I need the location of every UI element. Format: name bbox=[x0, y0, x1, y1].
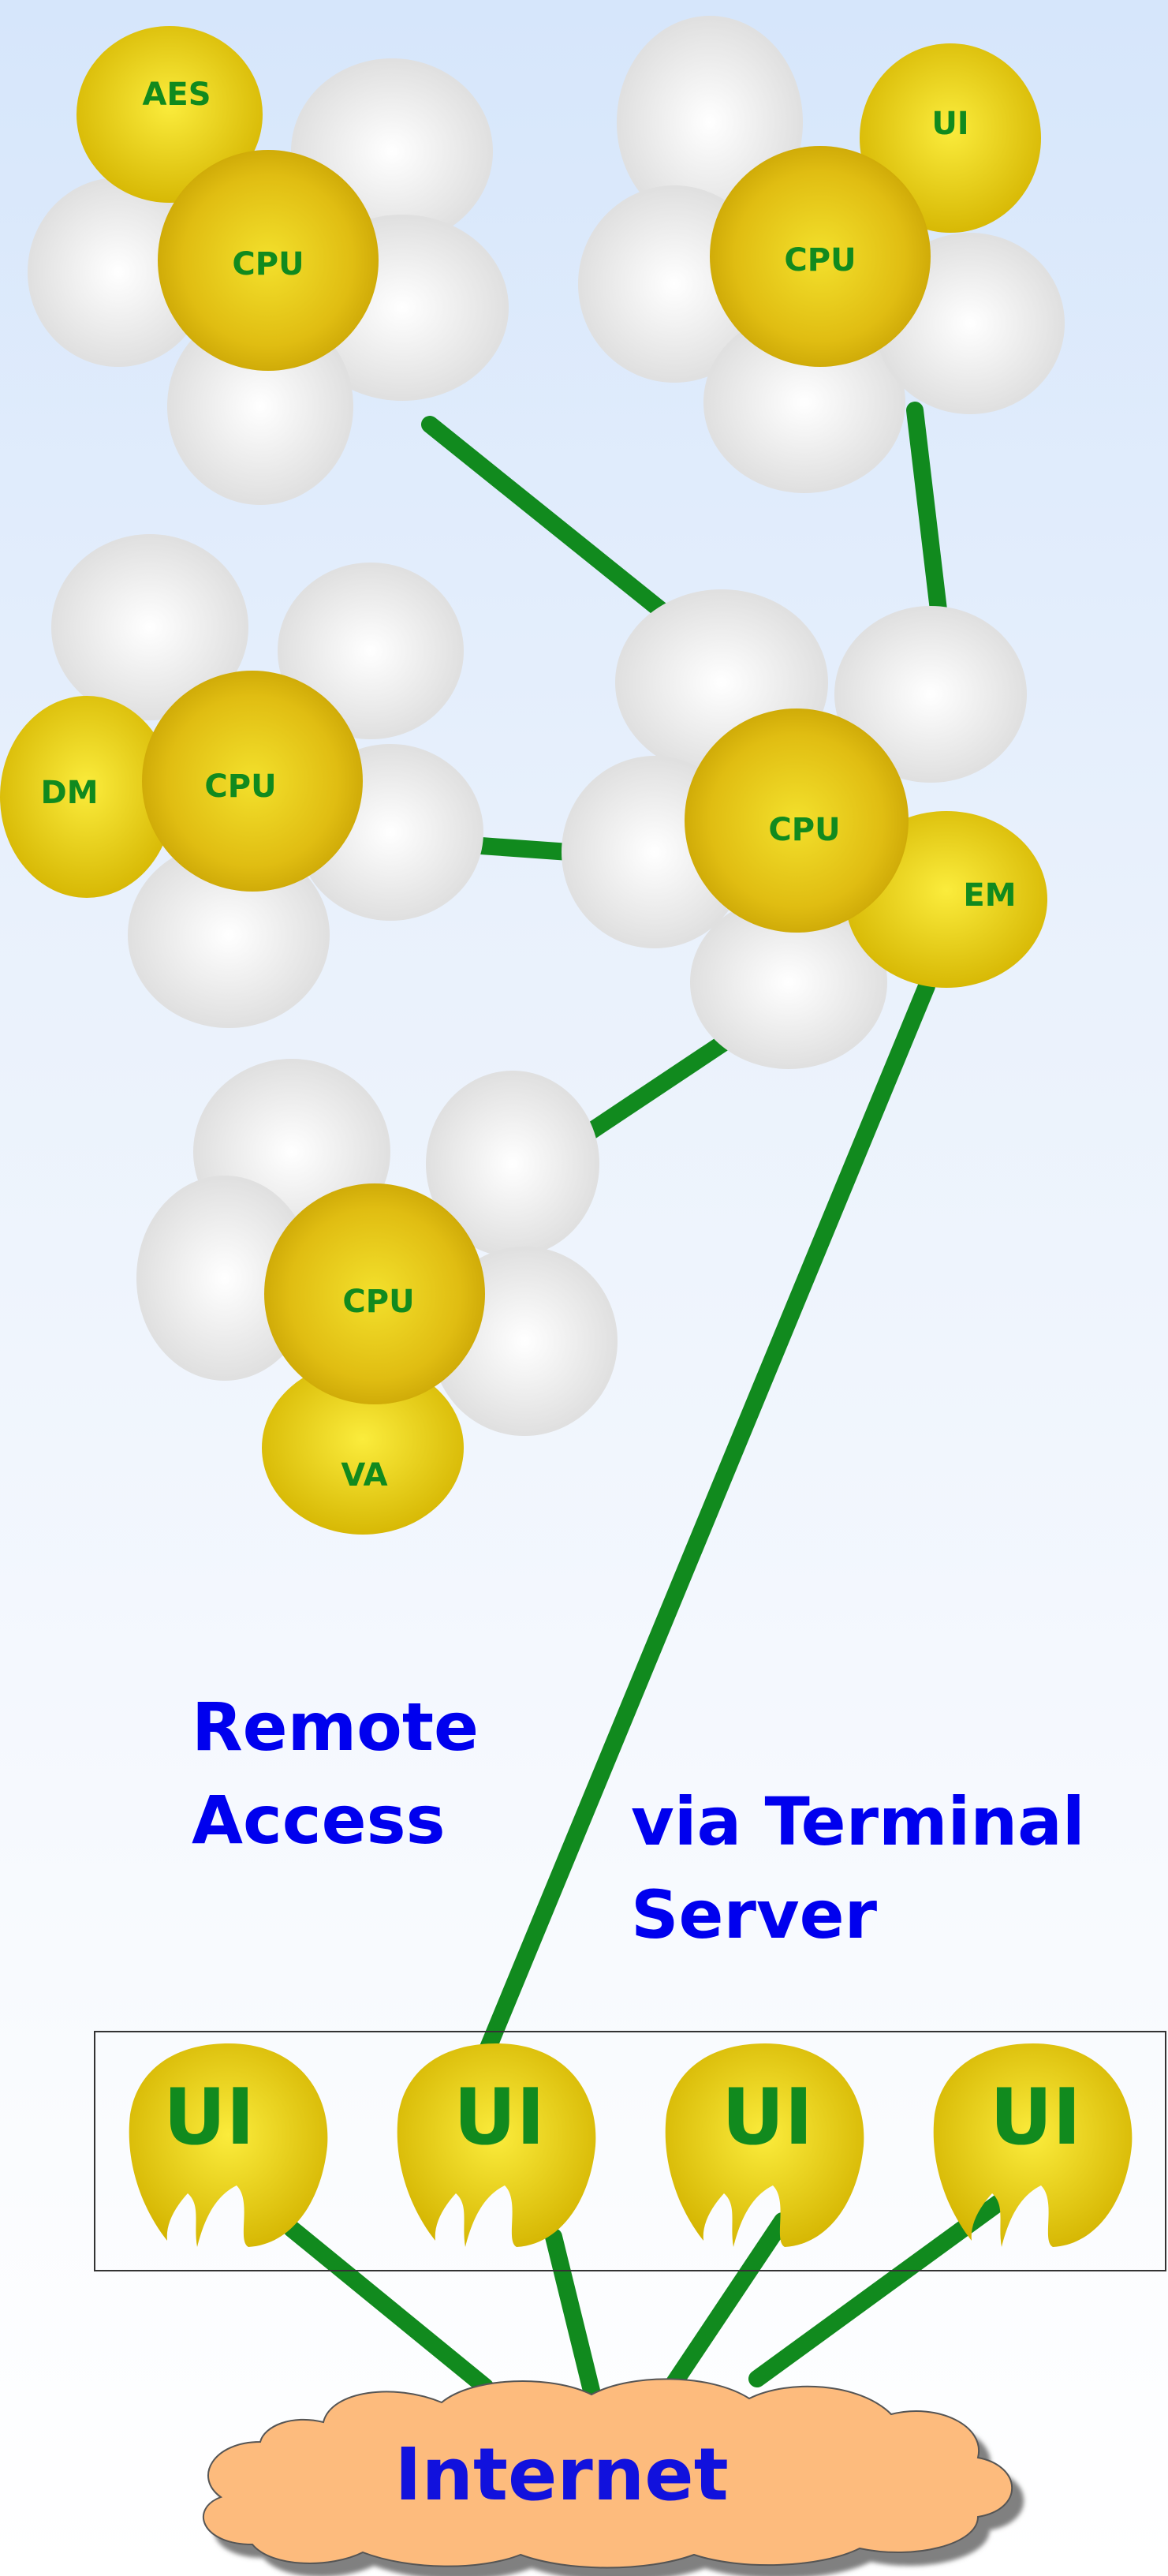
module-petal-aes bbox=[76, 26, 263, 203]
ui-terminal-4: UI bbox=[933, 2043, 1133, 2247]
ui-terminal-label: UI bbox=[990, 2073, 1081, 2163]
link-ui2-internet bbox=[545, 2228, 600, 2399]
module-petal-ui bbox=[860, 43, 1041, 233]
link-n2-n4 bbox=[906, 402, 949, 632]
link-n1-n4 bbox=[421, 416, 671, 620]
flower-center-icon bbox=[710, 146, 931, 367]
internet-label: Internet bbox=[394, 2432, 728, 2517]
module-label-va: VA bbox=[341, 1457, 387, 1494]
ui-terminal-3: UI bbox=[665, 2043, 864, 2247]
ui-terminal-label: UI bbox=[163, 2073, 255, 2163]
module-petal-va bbox=[262, 1361, 464, 1535]
module-label-em: EM bbox=[963, 877, 1016, 914]
module-label-aes: AES bbox=[142, 77, 211, 113]
cpu-label: CPU bbox=[342, 1284, 414, 1320]
module-petal-dm bbox=[0, 696, 174, 898]
flower-center-icon bbox=[158, 150, 379, 371]
ui-terminal-2: UI bbox=[397, 2043, 596, 2247]
flower-center-icon bbox=[264, 1183, 485, 1404]
ui-terminal-label: UI bbox=[453, 2073, 545, 2163]
node-n4-flower: EM CPU bbox=[562, 589, 1047, 1069]
module-label-ui: UI bbox=[931, 106, 968, 142]
cpu-label: CPU bbox=[784, 242, 856, 279]
remote-line-3: via Terminal bbox=[631, 1783, 1085, 1860]
link-n4-terminal bbox=[476, 978, 935, 2064]
ui-petal-icon bbox=[397, 2043, 596, 2247]
internet-cloud: Internet bbox=[202, 2378, 1013, 2569]
link-group bbox=[283, 402, 1018, 2399]
remote-line-4: Server bbox=[631, 1876, 878, 1953]
ui-petal-icon bbox=[933, 2043, 1133, 2247]
cpu-label: CPU bbox=[768, 812, 840, 848]
node-n3-flower: DM CPU bbox=[0, 534, 483, 1028]
link-ui3-internet bbox=[666, 2212, 791, 2391]
ui-petal-icon bbox=[665, 2043, 864, 2247]
remote-access-text: Remote Access bbox=[192, 1681, 523, 1867]
link-n3-n4 bbox=[472, 837, 578, 861]
terminal-server-box bbox=[94, 2031, 1166, 2271]
cpu-label: CPU bbox=[204, 768, 276, 805]
link-n5-n4 bbox=[575, 1025, 746, 1145]
ui-terminal-1: UI bbox=[129, 2043, 328, 2247]
node-n5-flower: VA CPU bbox=[136, 1059, 618, 1535]
node-n1-flower: AES CPU bbox=[28, 26, 509, 505]
flower-center-icon bbox=[685, 708, 909, 933]
module-label-dm: DM bbox=[40, 775, 98, 811]
link-ui1-internet bbox=[283, 2220, 494, 2395]
via-terminal-server-text: via Terminal Server bbox=[631, 1775, 1151, 1961]
ui-petal-icon bbox=[129, 2043, 328, 2247]
remote-line-2: Access bbox=[192, 1782, 446, 1859]
node-n2-flower: UI CPU bbox=[578, 16, 1065, 493]
cloud-icon bbox=[202, 2378, 1013, 2569]
flower-center-icon bbox=[142, 671, 363, 892]
cpu-label: CPU bbox=[232, 246, 304, 282]
remote-line-1: Remote bbox=[192, 1688, 480, 1766]
ui-terminal-label: UI bbox=[722, 2073, 813, 2163]
